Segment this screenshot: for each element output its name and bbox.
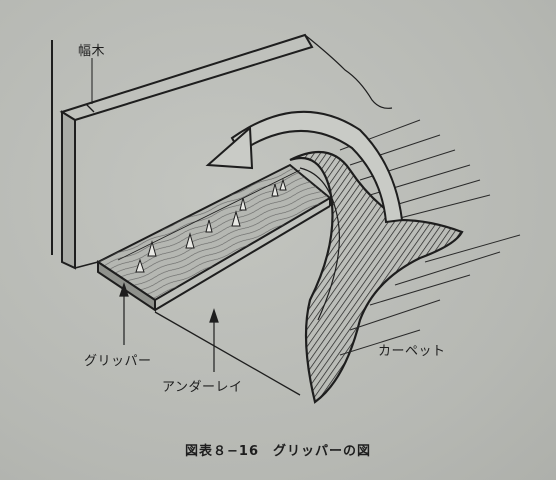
carpet-label: カーペット: [378, 344, 446, 359]
underlay-edge: [154, 311, 301, 396]
gripper-strip: [96, 163, 332, 312]
underlay-leader: [209, 308, 219, 372]
gripper-label: グリッパー: [84, 354, 152, 369]
baseboard-label: 幅木: [78, 44, 106, 59]
carpet: [289, 119, 521, 404]
figure-caption: 図表８−16 グリッパーの図: [185, 444, 371, 459]
baseboard: [59, 33, 393, 270]
underlay-label: アンダーレイ: [162, 380, 243, 395]
fold-arrow: [205, 110, 404, 224]
gripper-leader: [119, 282, 129, 345]
